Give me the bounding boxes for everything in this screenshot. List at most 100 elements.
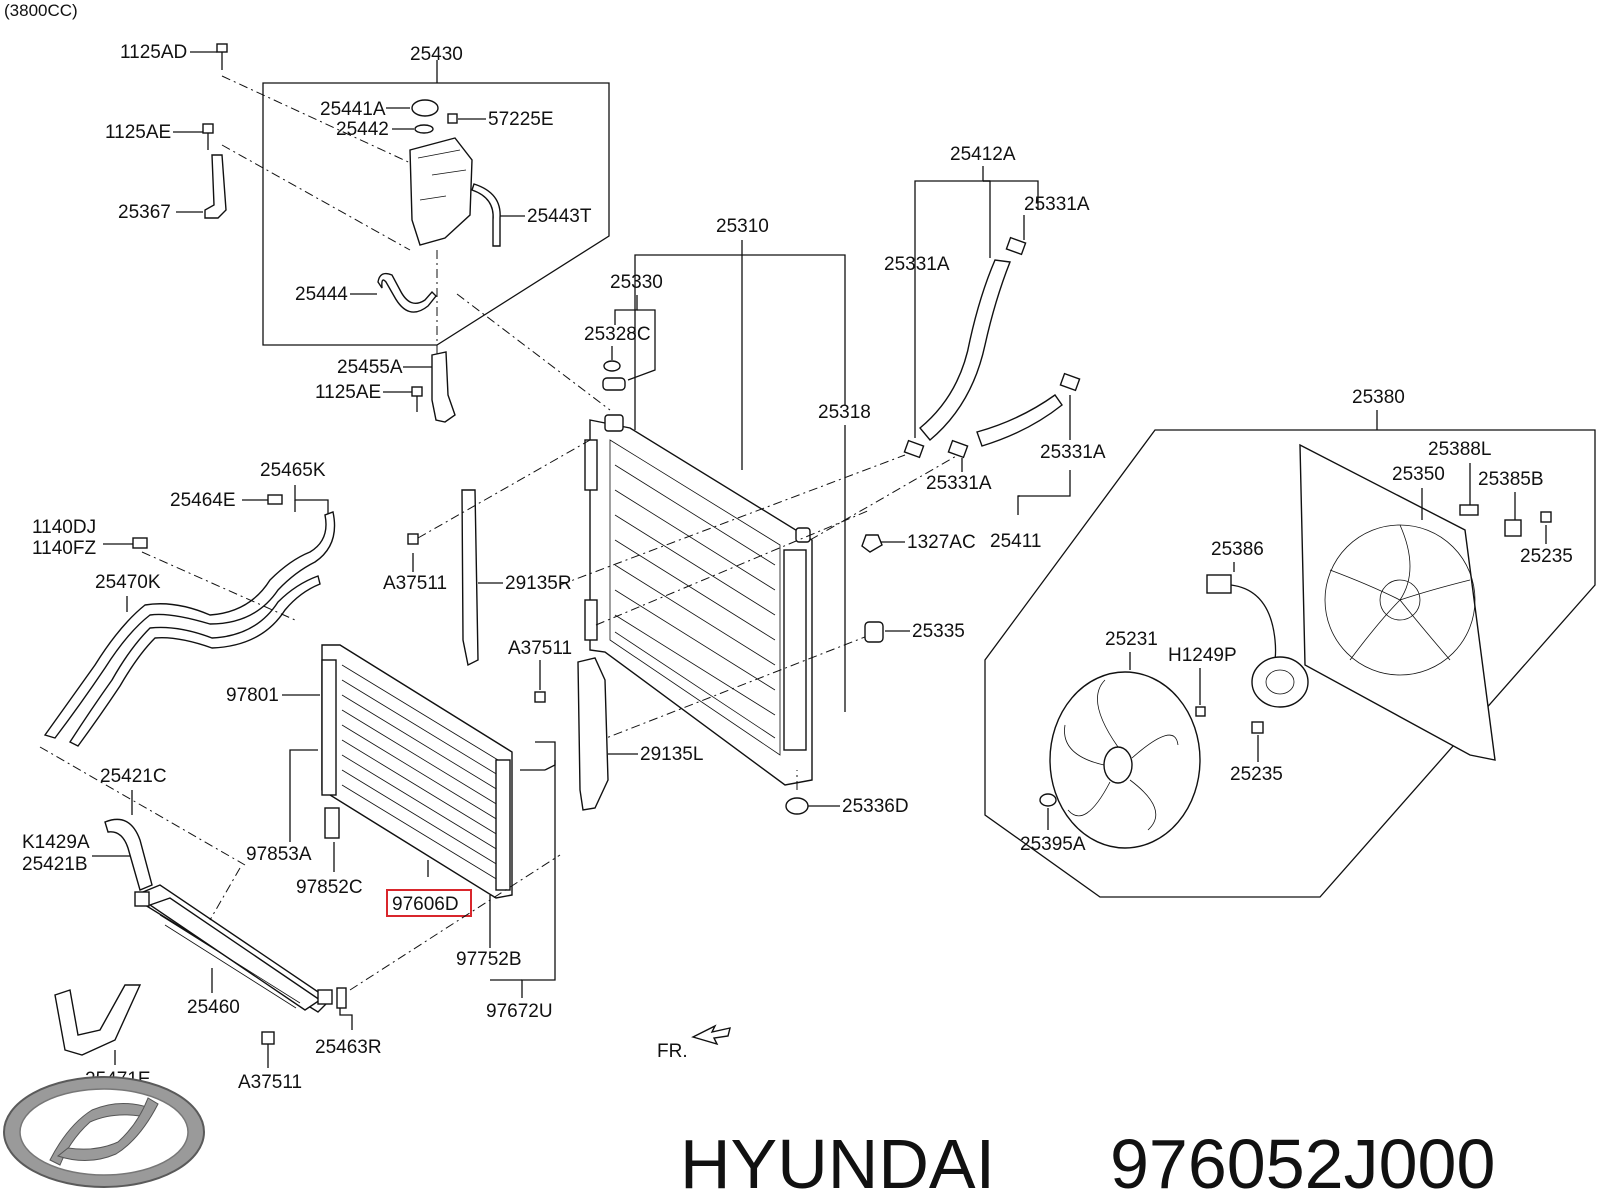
- cap-seal: [414, 124, 434, 134]
- bracket-25455A: [431, 351, 456, 423]
- clamp-lower-a: [1059, 372, 1081, 392]
- part-number: 976052J000: [1110, 1125, 1495, 1200]
- label-A37511-3[interactable]: A37511: [238, 1072, 302, 1093]
- label-25235-1[interactable]: 25235: [1520, 546, 1573, 567]
- mount-25335: [864, 621, 884, 643]
- label-plate-25388L: [1459, 504, 1479, 516]
- fan-blade: [1049, 671, 1201, 849]
- label-25411[interactable]: 25411: [990, 531, 1041, 552]
- label-H1249P[interactable]: H1249P: [1168, 645, 1237, 666]
- label-97853A[interactable]: 97853A: [246, 844, 312, 865]
- label-1140DJ[interactable]: 1140DJ: [32, 517, 96, 538]
- clamp-upper-top: [1005, 236, 1027, 256]
- fan-group-box: [984, 429, 1596, 898]
- label-25442[interactable]: 25442: [336, 119, 389, 140]
- clip-25395A: [1039, 793, 1057, 807]
- condenser: [321, 644, 513, 899]
- hose-25421B: [104, 818, 153, 891]
- fan-motor: [1251, 656, 1309, 708]
- label-97672U[interactable]: 97672U: [486, 1001, 553, 1022]
- label-25430[interactable]: 25430: [410, 44, 463, 65]
- bolt-1125AE-top: [202, 123, 214, 150]
- label-25350[interactable]: 25350: [1392, 464, 1445, 485]
- brand-name: HYUNDAI: [680, 1125, 995, 1200]
- label-25335[interactable]: 25335: [912, 621, 965, 642]
- air-guard-29135L: [577, 657, 609, 811]
- label-1125AE-top[interactable]: 1125AE: [105, 122, 171, 143]
- label-A37511-1[interactable]: A37511: [383, 573, 447, 594]
- label-25380[interactable]: 25380: [1352, 387, 1405, 408]
- label-29135L[interactable]: 29135L: [640, 744, 703, 765]
- air-guard-29135R: [461, 489, 479, 667]
- label-1140FZ[interactable]: 1140FZ: [32, 538, 96, 559]
- label-25310[interactable]: 25310: [716, 216, 769, 237]
- bolt-A37511-3: [261, 1031, 275, 1056]
- bolt-1125AE-bottom: [411, 386, 423, 412]
- mount-25336D: [785, 797, 809, 815]
- bolt-A37511-2: [534, 691, 546, 703]
- label-25412A[interactable]: 25412A: [950, 144, 1016, 165]
- label-25331A-3[interactable]: 25331A: [1040, 442, 1106, 463]
- label-25367[interactable]: 25367: [118, 202, 171, 223]
- upper-hose: [919, 259, 1011, 441]
- screw-57225E: [447, 113, 458, 124]
- label-97752B[interactable]: 97752B: [456, 949, 522, 970]
- label-25421B[interactable]: 25421B: [22, 854, 88, 875]
- label-A37511-2[interactable]: A37511: [508, 638, 572, 659]
- label-K1429A[interactable]: K1429A: [22, 832, 90, 853]
- hyundai-logo-icon: [3, 1076, 205, 1188]
- label-97606D[interactable]: 97606D: [392, 894, 459, 915]
- label-25464E[interactable]: 25464E: [170, 490, 236, 511]
- highlight-box: [386, 889, 472, 917]
- bracket-25471E: [54, 984, 142, 1056]
- label-29135R[interactable]: 29135R: [505, 573, 572, 594]
- label-1125AD[interactable]: 1125AD: [120, 42, 187, 63]
- label-25443T[interactable]: 25443T: [527, 206, 592, 227]
- nut-1327AC: [861, 534, 883, 553]
- label-25388L[interactable]: 25388L: [1428, 439, 1491, 460]
- bolt-H1249P: [1195, 706, 1206, 717]
- label-25331A-4[interactable]: 25331A: [926, 473, 992, 494]
- reservoir-tank: [409, 137, 473, 246]
- label-25470K[interactable]: 25470K: [95, 572, 161, 593]
- label-57225E[interactable]: 57225E: [488, 109, 554, 130]
- label-25444[interactable]: 25444: [295, 284, 348, 305]
- label-1327AC[interactable]: 1327AC: [907, 532, 976, 553]
- hose-25444: [377, 272, 437, 313]
- label-25331A-2[interactable]: 25331A: [884, 254, 950, 275]
- label-25235-2[interactable]: 25235: [1230, 764, 1283, 785]
- label-25455A[interactable]: 25455A: [337, 357, 403, 378]
- resistor-25385B: [1504, 519, 1522, 537]
- screw-25235-2: [1251, 721, 1264, 734]
- label-25463R[interactable]: 25463R: [315, 1037, 382, 1058]
- label-1125AE-bottom[interactable]: 1125AE: [315, 382, 381, 403]
- label-25336D[interactable]: 25336D: [842, 796, 909, 817]
- fan-shroud: [1299, 443, 1496, 761]
- bolt-25464E: [267, 494, 283, 505]
- bolt-A37511-1: [407, 533, 419, 545]
- label-25421C[interactable]: 25421C: [100, 766, 167, 787]
- label-25386[interactable]: 25386: [1211, 539, 1264, 560]
- label-25231[interactable]: 25231: [1105, 629, 1158, 650]
- label-25330[interactable]: 25330: [610, 272, 663, 293]
- radiator: [584, 414, 813, 786]
- label-25460[interactable]: 25460: [187, 997, 240, 1018]
- label-97801[interactable]: 97801: [226, 685, 279, 706]
- lower-hose: [976, 394, 1063, 447]
- label-25441A[interactable]: 25441A: [320, 99, 386, 120]
- receiver-drier: [324, 807, 340, 839]
- fr-arrow-icon: [691, 1024, 731, 1046]
- clamp-upper-bottom: [903, 439, 925, 459]
- label-25385B[interactable]: 25385B: [1478, 469, 1544, 490]
- radiator-cap: [602, 377, 626, 391]
- label-25331A-1[interactable]: 25331A: [1024, 194, 1090, 215]
- connector-25386: [1206, 574, 1232, 594]
- label-25465K[interactable]: 25465K: [260, 460, 326, 481]
- bolt-1125AD: [216, 43, 228, 70]
- label-25395A[interactable]: 25395A: [1020, 834, 1086, 855]
- reservoir-group-box: [262, 82, 610, 346]
- label-25328C[interactable]: 25328C: [584, 324, 651, 345]
- label-25318[interactable]: 25318: [818, 402, 871, 423]
- label-97852C[interactable]: 97852C: [296, 877, 363, 898]
